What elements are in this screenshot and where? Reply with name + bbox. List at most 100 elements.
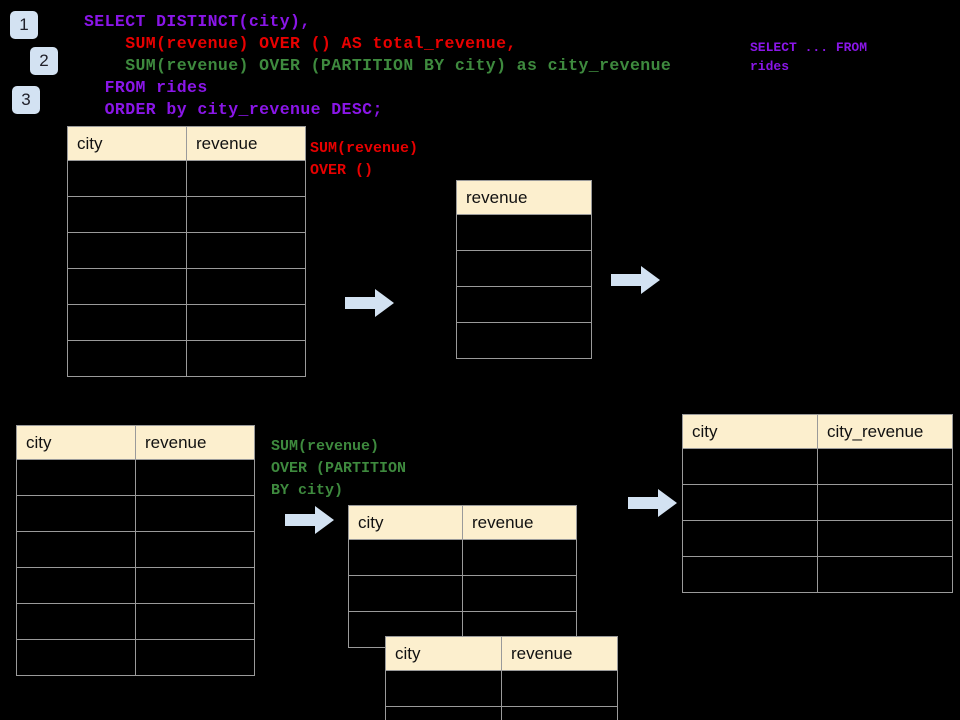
step-badge-3: 3 <box>12 86 40 114</box>
table-row <box>456 322 592 359</box>
cell-city <box>67 196 187 233</box>
column-header-revenue: revenue <box>456 180 592 215</box>
cell-city-revenue <box>817 556 953 593</box>
cell-revenue <box>135 567 255 604</box>
table-header-row: city revenue <box>348 505 577 540</box>
table-row <box>67 232 306 269</box>
table-row <box>385 670 618 707</box>
source-note-annotation: SELECT ... FROM rides <box>750 40 868 74</box>
cell-revenue <box>135 531 255 568</box>
table-row <box>67 268 306 305</box>
cell-revenue <box>186 196 306 233</box>
cell-revenue <box>186 340 306 377</box>
table-row <box>16 531 255 568</box>
cell-revenue <box>462 539 577 576</box>
table-row <box>16 567 255 604</box>
cell-revenue <box>456 250 592 287</box>
sql-line-3: SUM(revenue) OVER (PARTITION BY city) as… <box>84 56 672 75</box>
cell-city <box>682 484 818 521</box>
table-header-row: city revenue <box>16 425 255 460</box>
sql-line-2: SUM(revenue) OVER () AS total_revenue, <box>84 34 517 53</box>
arrow-source-to-total <box>345 288 395 323</box>
cell-city <box>385 706 502 720</box>
cell-city <box>16 531 136 568</box>
cell-city <box>67 340 187 377</box>
sql-line-1: SELECT DISTINCT(city), <box>84 12 311 31</box>
table-row <box>67 160 306 197</box>
step-badge-2: 2 <box>30 47 58 75</box>
table-row <box>456 214 592 251</box>
table-header-row: city revenue <box>385 636 618 671</box>
column-header-city: city <box>682 414 818 449</box>
cell-city <box>67 160 187 197</box>
cell-revenue <box>462 575 577 612</box>
cell-city <box>682 520 818 557</box>
cell-revenue <box>456 322 592 359</box>
cell-revenue <box>135 603 255 640</box>
rides-source-table: city revenue <box>67 126 306 377</box>
column-header-city: city <box>16 425 136 460</box>
table-row <box>67 196 306 233</box>
cell-city <box>682 448 818 485</box>
table-row <box>16 459 255 496</box>
column-header-city: city <box>348 505 463 540</box>
over-partition-annotation: SUM(revenue) OVER (PARTITION BY city) <box>271 438 407 499</box>
cell-city <box>16 495 136 532</box>
table-row <box>16 639 255 676</box>
table-row <box>682 484 953 521</box>
table-row <box>682 448 953 485</box>
cell-city <box>348 575 463 612</box>
cell-revenue <box>456 214 592 251</box>
arrow-total-to-out <box>611 265 661 300</box>
cell-city-revenue <box>817 520 953 557</box>
arrow-source-to-partition <box>285 505 335 540</box>
cell-revenue <box>456 286 592 323</box>
table-row <box>348 539 577 576</box>
cell-city <box>67 304 187 341</box>
cell-city-revenue <box>817 448 953 485</box>
column-header-revenue: revenue <box>135 425 255 460</box>
cell-revenue <box>186 268 306 305</box>
cell-city <box>682 556 818 593</box>
cell-city-revenue <box>817 484 953 521</box>
step-badge-1: 1 <box>10 11 38 39</box>
cell-city <box>16 567 136 604</box>
cell-city <box>16 459 136 496</box>
sql-line-5: ORDER by city_revenue DESC; <box>84 100 383 119</box>
cell-city <box>385 670 502 707</box>
table-row <box>348 575 577 612</box>
cell-revenue <box>135 459 255 496</box>
cell-revenue <box>501 670 618 707</box>
partition-group-table-b: city revenue <box>385 636 618 720</box>
column-header-city: city <box>67 126 187 161</box>
table-header-row: city revenue <box>67 126 306 161</box>
table-row <box>67 340 306 377</box>
cell-revenue <box>186 160 306 197</box>
cell-revenue <box>186 304 306 341</box>
column-header-revenue: revenue <box>186 126 306 161</box>
over-empty-annotation: SUM(revenue) OVER () <box>310 140 419 179</box>
table-row <box>456 250 592 287</box>
table-row <box>456 286 592 323</box>
column-header-city: city <box>385 636 502 671</box>
column-header-revenue: revenue <box>462 505 577 540</box>
table-row <box>16 603 255 640</box>
total-revenue-table: revenue <box>456 180 592 359</box>
cell-revenue <box>135 495 255 532</box>
table-row <box>682 520 953 557</box>
partition-group-table-a: city revenue <box>348 505 577 648</box>
cell-revenue <box>501 706 618 720</box>
table-header-row: city city_revenue <box>682 414 953 449</box>
cell-city <box>16 639 136 676</box>
cell-city <box>16 603 136 640</box>
table-header-row: revenue <box>456 180 592 215</box>
sql-line-4: FROM rides <box>84 78 208 97</box>
table-row <box>16 495 255 532</box>
cell-revenue <box>135 639 255 676</box>
arrow-partition-to-result <box>628 488 678 523</box>
result-table: city city_revenue <box>682 414 953 593</box>
table-row <box>385 706 618 720</box>
cell-revenue <box>186 232 306 269</box>
table-row <box>682 556 953 593</box>
